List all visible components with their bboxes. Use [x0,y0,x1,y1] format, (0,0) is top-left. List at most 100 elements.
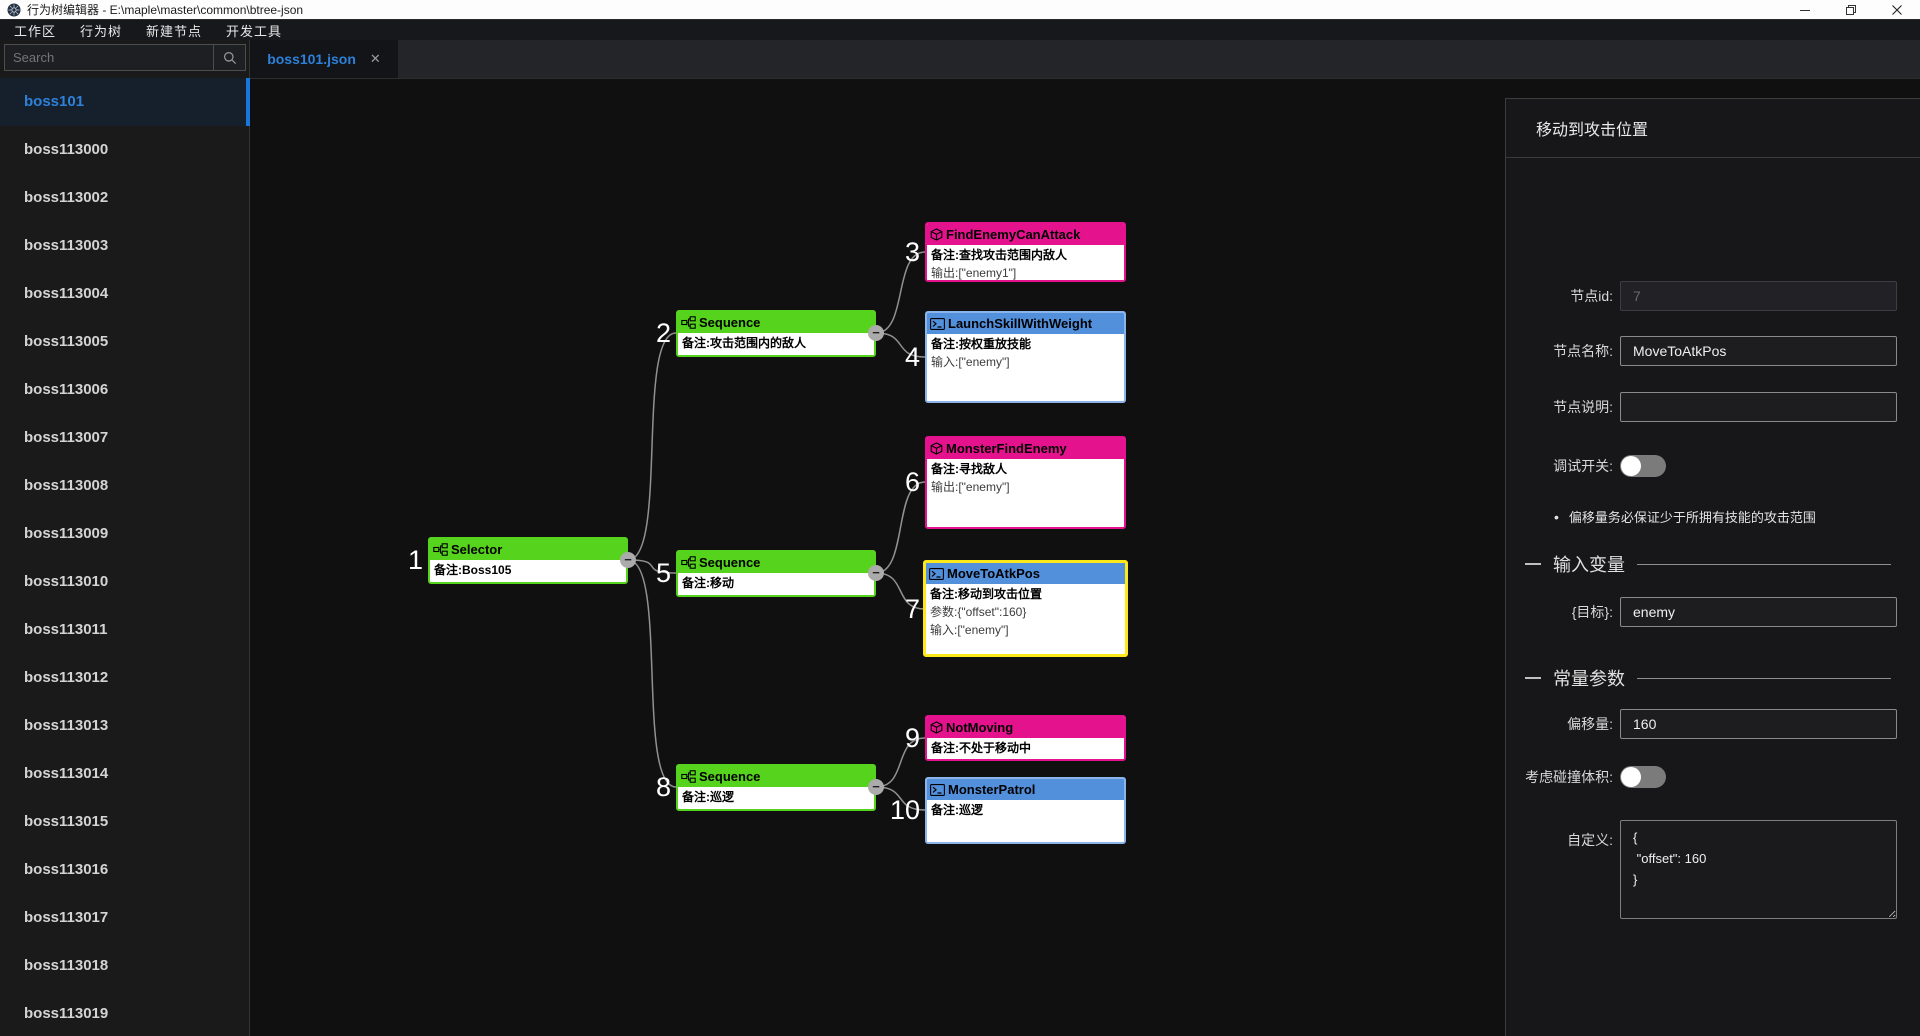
tree-node[interactable]: FindEnemyCanAttack 备注:查找攻击范围内敌人 输出:["ene… [925,222,1126,282]
tree-node-title: LaunchSkillWithWeight [948,316,1093,331]
section-title: 输入变量 [1553,555,1625,575]
search-box [4,44,246,71]
offset-input[interactable] [1620,709,1897,739]
sidebar-item[interactable]: boss113003 [24,237,109,254]
sidebar-item[interactable]: boss113019 [24,1005,109,1022]
tree-node-title: Sequence [699,555,761,570]
node-desc-label: 节点说明: [1553,399,1613,415]
sidebar-item[interactable]: boss101 [0,78,250,126]
menu-new-node[interactable]: 新建节点 [146,23,203,39]
collision-row: 考虑碰撞体积: [1506,766,1920,788]
target-input[interactable] [1620,597,1897,627]
tree-node[interactable]: NotMoving 备注:不处于移动中 [925,715,1126,761]
target-row: {目标}: [1506,597,1920,627]
tree-node-header: Sequence [678,312,874,333]
sidebar-item[interactable]: boss113006 [24,381,109,398]
tab-close-icon[interactable]: ✕ [369,51,381,66]
tree-node[interactable]: Sequence 备注:攻击范围内的敌人 [676,310,876,357]
tree-node[interactable]: MonsterPatrol 备注:巡逻 [925,777,1126,844]
node-index: 9 [904,723,920,753]
section-divider [1637,563,1891,565]
node-index: 5 [655,558,671,588]
node-name-label: 节点名称: [1553,343,1613,359]
restore-button[interactable] [1828,0,1874,20]
node-desc-row: 节点说明: [1506,392,1920,422]
tree-node-header: Selector [430,539,626,560]
tree-node-title: Sequence [699,315,761,330]
custom-textarea[interactable]: { "offset": 160 } [1620,820,1897,919]
sidebar: boss101 boss113000 boss113002 boss113003… [0,40,250,1036]
menu-dev-tools[interactable]: 开发工具 [226,23,283,39]
minimize-button[interactable] [1782,0,1828,20]
sidebar-item[interactable]: boss113009 [24,525,109,542]
offset-label: 偏移量: [1567,716,1613,732]
const-params-section: 常量参数 [1525,665,1915,691]
node-index: 7 [904,594,920,624]
sidebar-item[interactable]: boss113000 [24,141,109,158]
sidebar-item[interactable]: boss113018 [24,957,109,974]
composite-node-icon [681,316,696,329]
tree-node-header: MonsterFindEnemy [927,438,1124,459]
collapse-button[interactable]: − [868,325,884,341]
section-dash [1525,677,1541,679]
menu-behavior-tree[interactable]: 行为树 [80,23,123,39]
tree-node-selected[interactable]: MoveToAtkPos 备注:移动到攻击位置 参数:{"offset":160… [923,560,1128,657]
sidebar-item[interactable]: boss113017 [24,909,109,926]
custom-row: 自定义: { "offset": 160 } [1506,820,1920,919]
node-output: 输出:["enemy1"] [931,266,1017,280]
collapse-button[interactable]: − [868,779,884,795]
debug-toggle[interactable] [1620,455,1666,477]
tree-node[interactable]: MonsterFindEnemy 备注:寻找敌人 输出:["enemy"] [925,436,1126,529]
node-input: 输入:["enemy"] [930,623,1009,637]
node-comment: 备注:按权重放技能 [931,337,1031,351]
sidebar-item[interactable]: boss113016 [24,861,109,878]
node-id-label: 节点id: [1570,288,1613,304]
node-index: 3 [904,237,920,267]
menu-workspace[interactable]: 工作区 [14,23,57,39]
titlebar: 行为树编辑器 - E:\maple\master\common\btree-js… [0,0,1920,20]
app-logo-icon [7,3,21,17]
collision-toggle[interactable] [1620,766,1666,788]
debug-label: 调试开关: [1553,458,1613,474]
section-dash [1525,563,1541,565]
section-divider [1637,677,1891,679]
sidebar-item[interactable]: boss113010 [24,573,109,590]
action-node-icon [930,783,945,796]
collapse-button[interactable]: − [620,552,636,568]
action-node-icon [929,567,944,580]
tree-node[interactable]: Selector 备注:Boss105 [428,537,628,584]
sidebar-item[interactable]: boss113004 [24,285,109,302]
sidebar-item[interactable]: boss113015 [24,813,109,830]
sidebar-item[interactable]: boss113014 [24,765,109,782]
section-title: 常量参数 [1553,669,1625,689]
node-index: 6 [904,467,920,497]
composite-node-icon [681,770,696,783]
window-title: 行为树编辑器 - E:\maple\master\common\btree-js… [27,3,304,17]
tree-node[interactable]: LaunchSkillWithWeight 备注:按权重放技能 输入:["ene… [925,311,1126,403]
node-comment: 备注:不处于移动中 [931,741,1031,755]
node-name-input[interactable] [1620,336,1897,366]
search-button[interactable] [213,45,245,70]
composite-node-icon [681,556,696,569]
sidebar-item[interactable]: boss113011 [24,621,108,638]
tree-node[interactable]: Sequence 备注:巡逻 [676,764,876,811]
tab-boss101[interactable]: boss101.json ✕ [250,40,398,78]
node-index: 8 [655,772,671,802]
node-comment: 备注:寻找敌人 [931,462,1007,476]
tree-node-title: MonsterPatrol [948,782,1036,797]
sidebar-item[interactable]: boss113002 [24,189,109,206]
sidebar-item[interactable]: boss113008 [24,477,109,494]
node-index: 10 [889,795,920,825]
tree-node[interactable]: Sequence 备注:移动 [676,550,876,597]
close-button[interactable] [1874,0,1920,20]
node-desc-input[interactable] [1620,392,1897,422]
search-input[interactable] [5,45,213,70]
tree-node-title: Sequence [699,769,761,784]
collapse-button[interactable]: − [868,565,884,581]
properties-panel: 移动到攻击位置 节点id: 节点名称: 节点说明: 调试开关: 偏移量务必保证少… [1505,98,1920,1036]
sidebar-item[interactable]: boss113007 [24,429,109,446]
tree-node-header: MonsterPatrol [927,779,1124,800]
sidebar-item[interactable]: boss113012 [24,669,109,686]
sidebar-item[interactable]: boss113013 [24,717,109,734]
sidebar-item[interactable]: boss113005 [24,333,109,350]
